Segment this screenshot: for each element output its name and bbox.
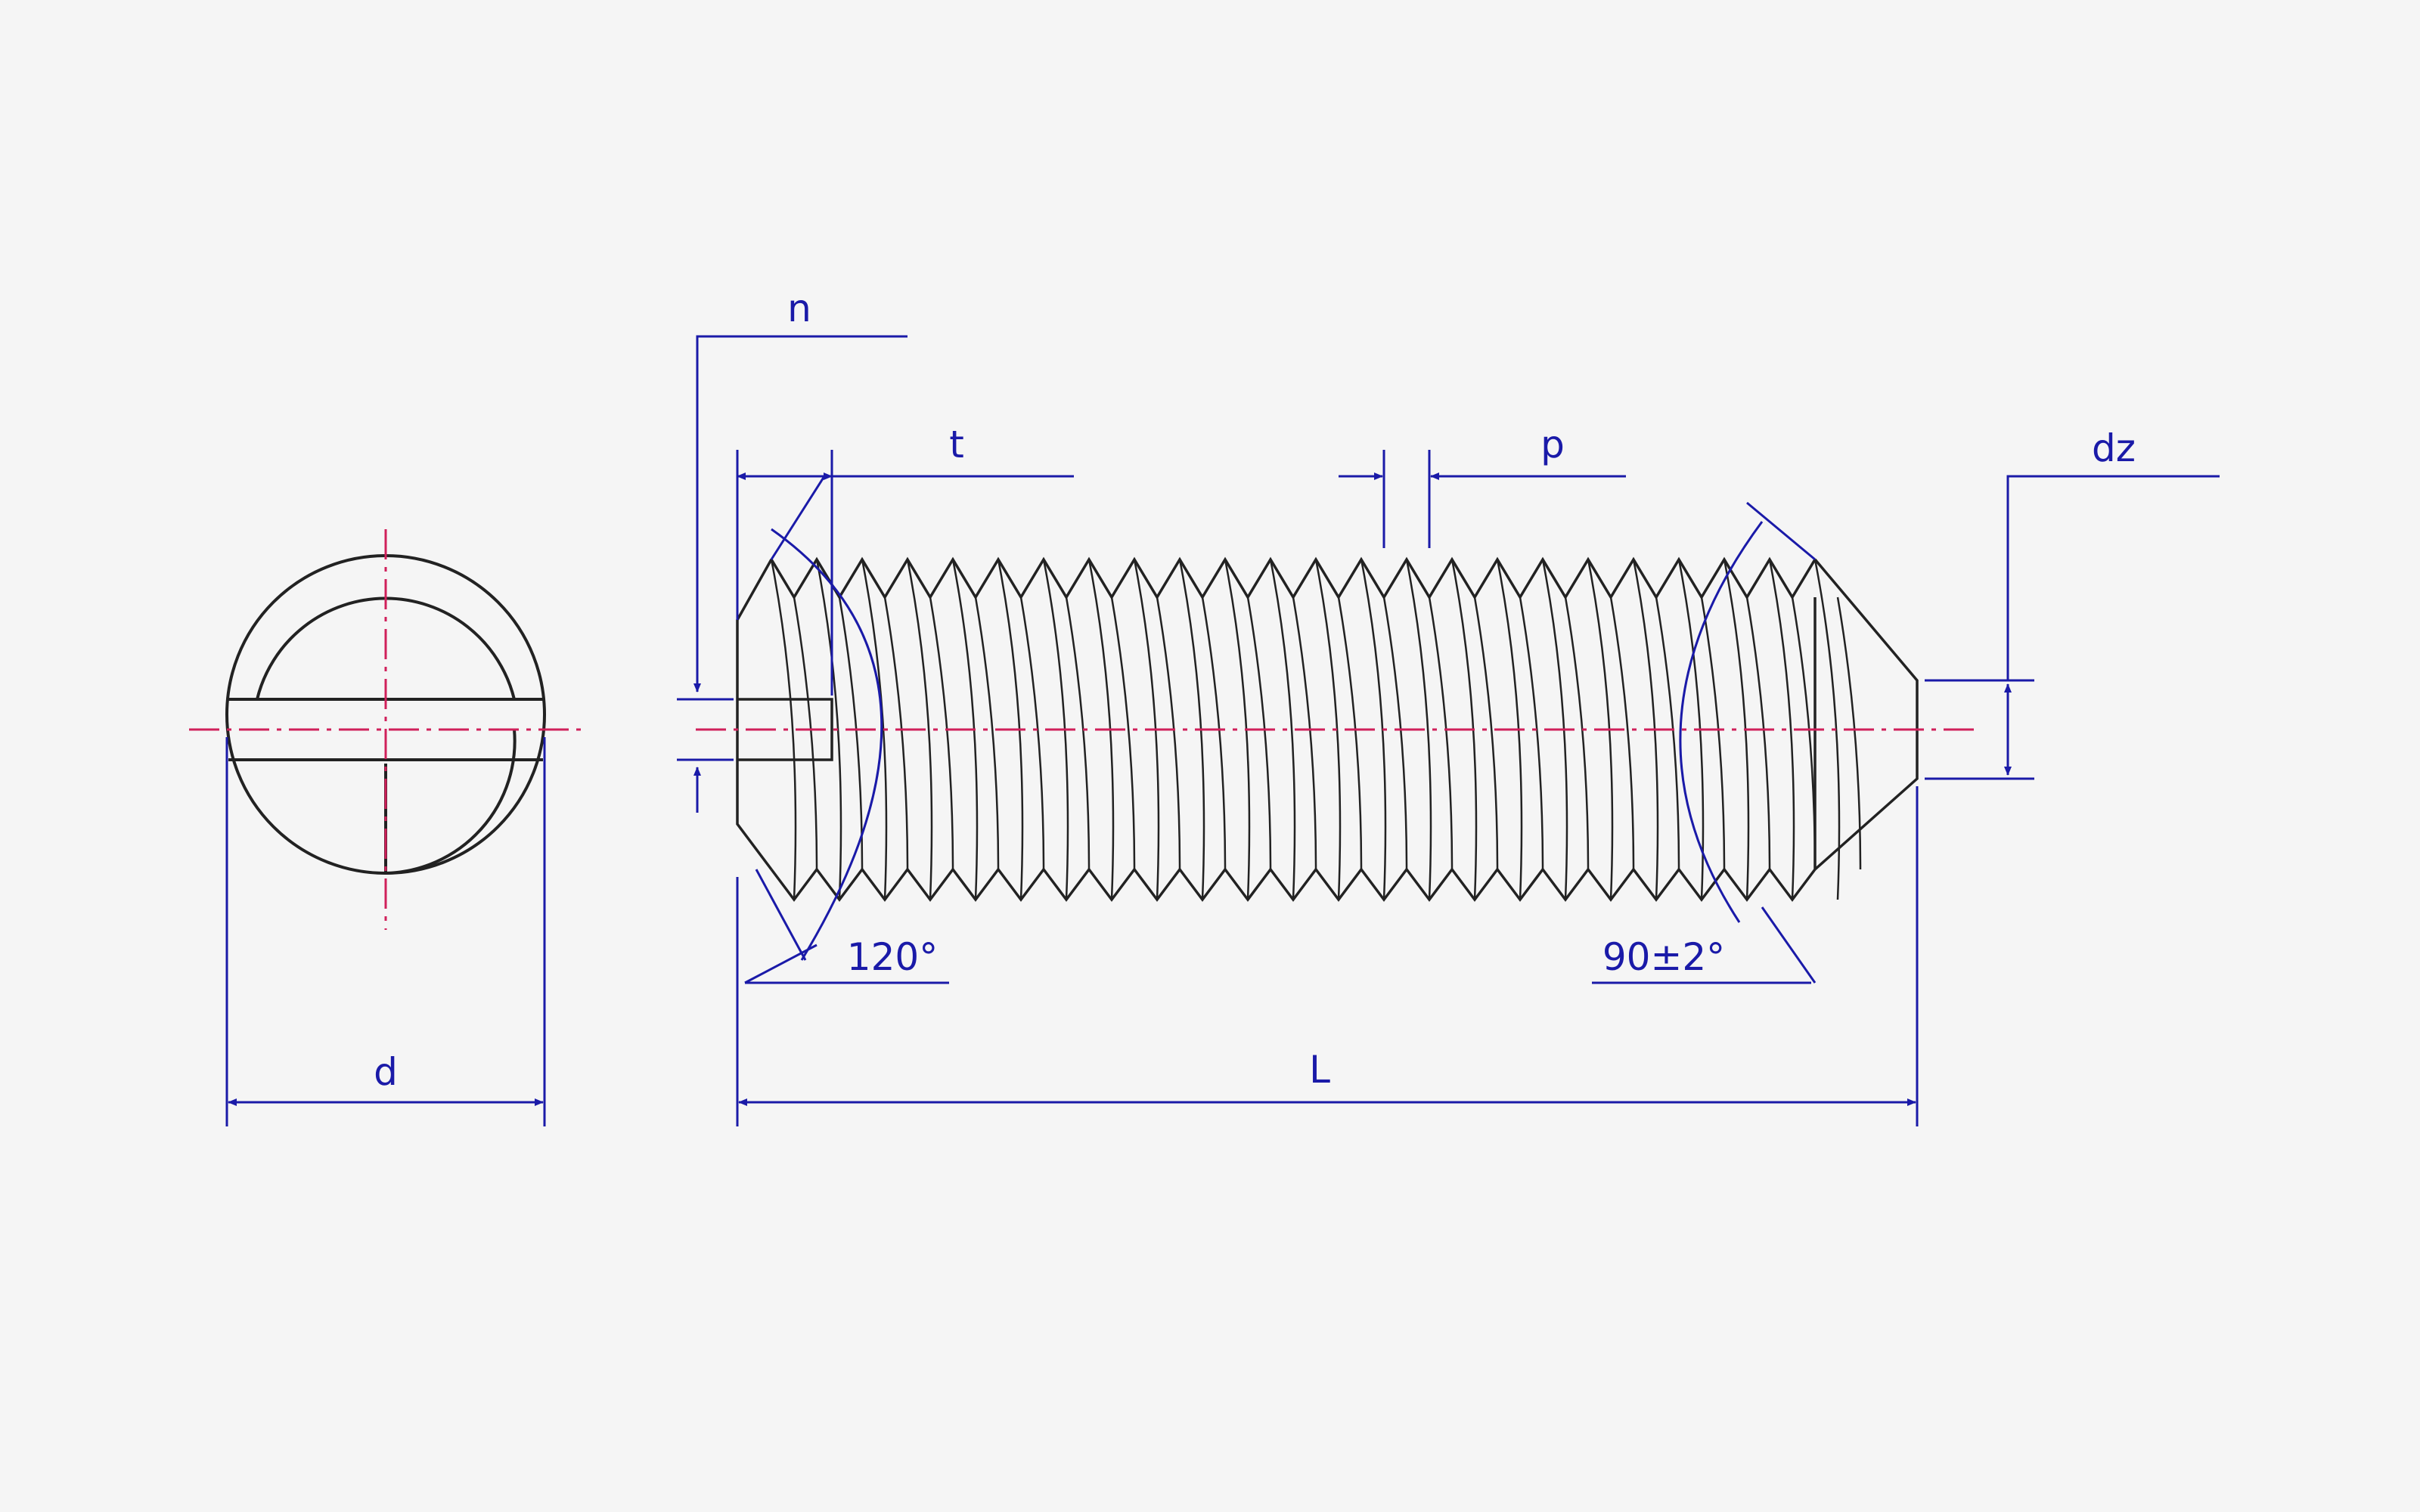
thread-root-line xyxy=(1655,596,1680,870)
dim-120-arc xyxy=(771,528,883,961)
thread-crest-line xyxy=(1042,559,1069,900)
thread-crest-line xyxy=(1087,559,1115,900)
thread-crest-line xyxy=(770,559,797,900)
screw-slot xyxy=(737,698,833,761)
dim-120-ext-bottom xyxy=(755,869,807,961)
end-view-lower-arc xyxy=(385,729,517,875)
thread-crest-line xyxy=(815,559,842,900)
thread-crest-line xyxy=(906,559,933,900)
thread-root-line xyxy=(929,596,954,870)
thread-root-line xyxy=(1609,596,1635,870)
thread-crest-line xyxy=(1269,559,1296,900)
label-L: L xyxy=(1309,1048,1330,1092)
thread-crest-line xyxy=(1768,559,1795,900)
thread-profile-top xyxy=(770,556,1817,600)
thread-crest-line xyxy=(1405,559,1432,900)
thread-root-line xyxy=(838,596,864,870)
label-angle-120: 120° xyxy=(847,935,938,979)
dim-120-leader-diag xyxy=(744,943,818,984)
thread-crest-line xyxy=(1723,559,1750,900)
thread-root-line xyxy=(1428,596,1454,870)
thread-crest-line xyxy=(861,559,888,900)
thread-root-line xyxy=(1791,596,1817,870)
thread-crest-line xyxy=(1224,559,1251,900)
thread-crest-line xyxy=(1314,559,1342,900)
thread-root-line xyxy=(793,596,818,870)
thread-root-line xyxy=(1700,596,1726,870)
thread-root-line xyxy=(1519,596,1544,870)
thread-root-line xyxy=(1019,596,1045,870)
thread-lines xyxy=(770,559,1862,900)
thread-crest-line xyxy=(1178,559,1205,900)
thread-root-line xyxy=(1065,596,1091,870)
thread-root-line xyxy=(1564,596,1590,870)
screw-cone-point xyxy=(1813,558,1919,871)
label-angle-90: 90±2° xyxy=(1602,935,1725,979)
thread-root-line xyxy=(1473,596,1499,870)
label-n: n xyxy=(787,287,811,330)
thread-crest-line xyxy=(1496,559,1523,900)
dim-120-ext-top xyxy=(770,476,826,560)
thread-root-line xyxy=(1382,596,1408,870)
thread-crest-line xyxy=(1360,559,1387,900)
dim-90-arc xyxy=(1679,521,1764,923)
thread-root-line xyxy=(883,596,909,870)
label-t: t xyxy=(949,423,964,466)
label-dz: dz xyxy=(2092,426,2136,470)
thread-crest-line xyxy=(1813,559,1841,900)
thread-root-line xyxy=(1292,596,1317,870)
thread-crest-line xyxy=(1587,559,1614,900)
thread-crest-line xyxy=(1450,559,1478,900)
thread-root-line xyxy=(1110,596,1136,870)
thread-root-line xyxy=(974,596,1000,870)
thread-crest-line xyxy=(997,559,1024,900)
screw-left-end xyxy=(736,559,773,871)
thread-crest-line xyxy=(1541,559,1568,900)
dim-dz-leader xyxy=(2006,475,2220,680)
thread-crest-line xyxy=(1677,559,1705,900)
end-view-centerlines xyxy=(189,529,582,930)
thread-root-line xyxy=(1156,596,1181,870)
thread-root-line xyxy=(1836,596,1862,870)
dim-n-leader xyxy=(693,335,908,692)
dim-90-ext-bottom xyxy=(1761,906,1817,984)
label-d: d xyxy=(374,1050,398,1094)
thread-crest-line xyxy=(1133,559,1160,900)
dim-90-ext-top xyxy=(1746,501,1816,561)
thread-crest-line xyxy=(1632,559,1659,900)
label-p: p xyxy=(1540,423,1565,466)
thread-root-line xyxy=(1745,596,1771,870)
thread-root-line xyxy=(1337,596,1363,870)
dimensions xyxy=(225,335,2220,1126)
thread-root-line xyxy=(1201,596,1227,870)
thread-crest-line xyxy=(951,559,979,900)
thread-root-line xyxy=(1246,596,1272,870)
